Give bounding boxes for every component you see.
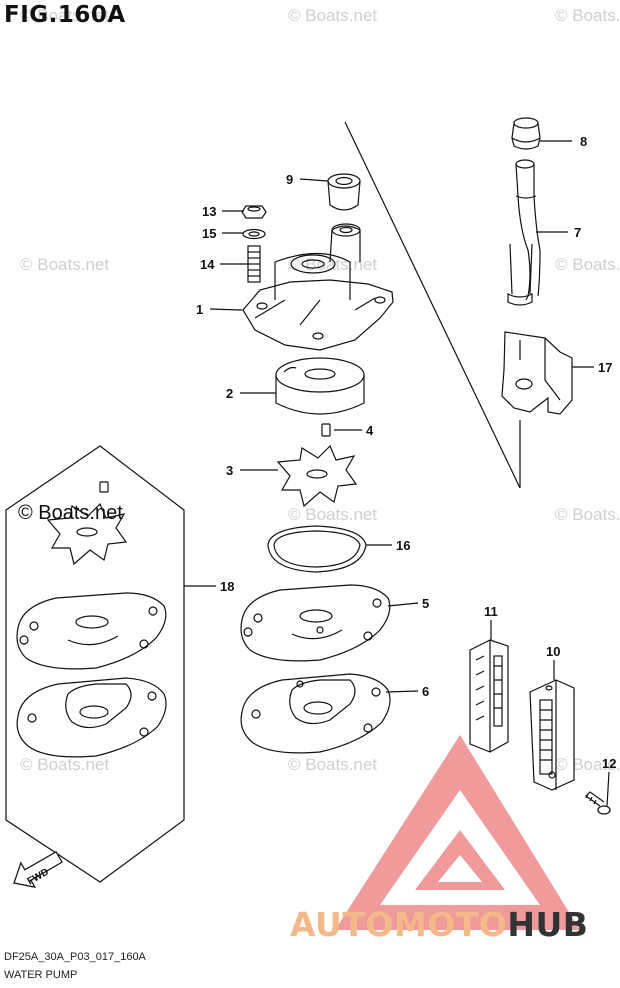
- diagram-code: DF25A_30A_P03_017_160A: [4, 951, 146, 963]
- watermark: © Boats.net: [555, 6, 620, 25]
- watermark: © Boats.net: [18, 502, 123, 524]
- watermark: © Boats.net: [288, 755, 378, 774]
- callout-3: 3: [226, 463, 233, 478]
- callout-6: 6: [422, 684, 429, 699]
- part-12-screw: [585, 791, 611, 815]
- callout-12: 12: [602, 756, 616, 771]
- callout-4: 4: [366, 423, 374, 438]
- part-4-key: [321, 423, 331, 437]
- part-17-seal: [501, 331, 573, 415]
- part-5-gasket: [240, 584, 391, 662]
- callout-16: 16: [396, 538, 410, 553]
- callout-2: 2: [226, 386, 233, 401]
- watermark: © Boats.net: [20, 255, 110, 274]
- watermark: © Boats.net: [555, 505, 620, 524]
- part-15-washer: [242, 228, 266, 240]
- automotohub-logo-mark: [335, 735, 580, 930]
- part-2-liner: [275, 357, 365, 415]
- callout-8: 8: [580, 134, 587, 149]
- part-11-water-screen: [469, 639, 509, 753]
- part-8-grommet: [511, 117, 541, 150]
- watermark: © Boats.net: [288, 505, 378, 524]
- callout-14: 14: [200, 257, 215, 272]
- automotohub-logo-text: AUTOMOTOHUB: [290, 905, 588, 944]
- callout-7: 7: [574, 225, 581, 240]
- part-9-collar: [327, 173, 361, 211]
- part-16-o-ring: [267, 525, 367, 573]
- fwd-arrow: [13, 850, 63, 888]
- part-3-impeller: [276, 444, 358, 508]
- watermark: © Boats.net: [20, 755, 110, 774]
- figure-title: FIG.160A: [4, 2, 126, 28]
- callout-13: 13: [202, 204, 216, 219]
- watermark: © Boats.net: [555, 255, 620, 274]
- watermark: © Boats.net: [288, 6, 378, 25]
- diagram-name: WATER PUMP: [4, 969, 78, 981]
- repair-kit-outline: [5, 445, 185, 883]
- callout-18: 18: [220, 579, 234, 594]
- kit-impeller: [46, 481, 128, 566]
- callout-10: 10: [546, 644, 560, 659]
- callout-5: 5: [422, 596, 429, 611]
- logo-text-part-b: HUB: [507, 905, 589, 944]
- part-7-water-tube: [507, 159, 541, 306]
- part-13-nut: [241, 205, 267, 219]
- logo-text-part-a: AUTOMOTO: [290, 905, 508, 944]
- leader-line: [344, 121, 521, 489]
- kit-plate: [16, 677, 167, 758]
- watermark: © Boats.net: [555, 755, 620, 774]
- watermark: © Boats.net: [20, 6, 110, 25]
- callout-15: 15: [202, 226, 216, 241]
- part-14-stud: [247, 245, 261, 283]
- kit-gasket: [16, 592, 167, 670]
- part-6-plate: [240, 673, 391, 754]
- callout-17: 17: [598, 360, 612, 375]
- callout-1: 1: [196, 302, 203, 317]
- part-1-pump-case: [242, 223, 394, 351]
- part-10-water-screen: [529, 679, 575, 791]
- callout-11: 11: [484, 604, 498, 619]
- callout-9: 9: [286, 172, 293, 187]
